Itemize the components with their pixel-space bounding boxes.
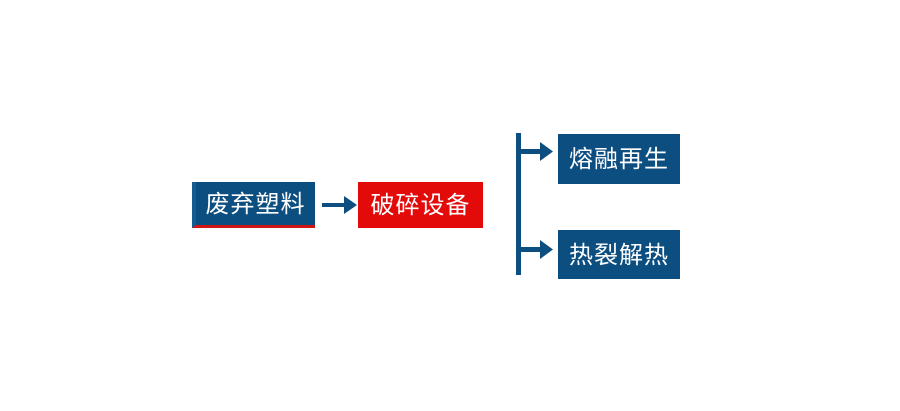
node-waste-plastic[interactable]: 废弃塑料 [192,182,315,228]
node-pyrolysis[interactable]: 热裂解热 [558,230,680,279]
arrow-right-icon [322,192,358,218]
node-melt-regeneration[interactable]: 熔融再生 [558,134,680,184]
branch-bracket-icon-svg [516,133,553,275]
node-melt-regeneration-label: 熔融再生 [569,145,669,173]
node-waste-plastic-label: 废弃塑料 [205,189,306,218]
node-pyrolysis-label: 热裂解热 [569,240,669,269]
branch-bracket-icon [510,128,566,280]
arrow-right-icon-path [322,196,357,214]
branch-arrow-bottom [521,240,553,259]
branch-spine [516,133,521,275]
node-crusher-label: 破碎设备 [370,191,471,219]
arrow-right-icon-svg [322,196,357,214]
branch-arrow-top [521,142,553,161]
node-crusher[interactable]: 破碎设备 [358,182,483,228]
